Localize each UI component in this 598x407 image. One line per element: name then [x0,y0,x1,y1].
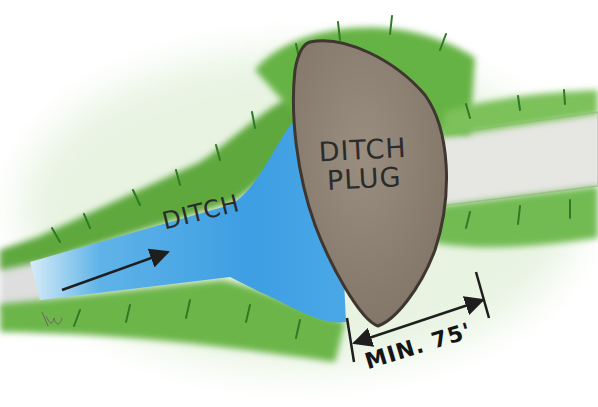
flow-arrow [62,252,168,290]
extension-line [347,318,354,362]
node-text: DITCH PLUG [307,132,420,196]
ditch-plug: DITCH PLUG [285,35,455,330]
artist-signature [42,312,62,326]
extension-line [476,272,489,318]
grass-bank [430,186,598,247]
ditch-plug-shape [293,41,446,326]
